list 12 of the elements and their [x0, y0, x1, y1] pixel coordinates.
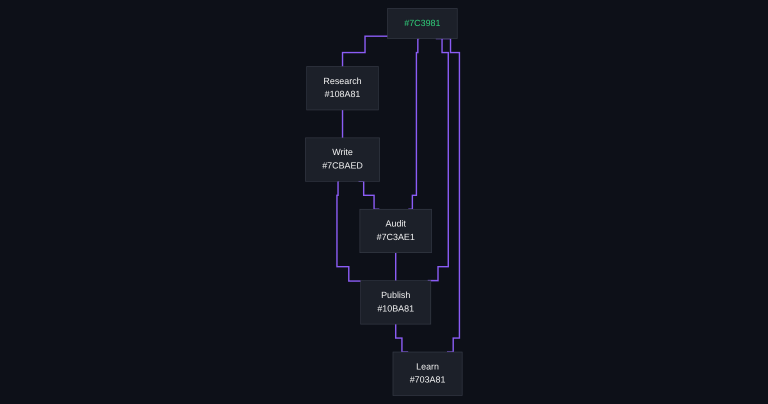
connector — [342, 109, 344, 139]
connector — [342, 36, 388, 68]
node-box: Publish #10BA81 — [360, 280, 432, 324]
connector — [408, 38, 420, 210]
connector — [428, 38, 450, 282]
node-box: Audit #7C3AE1 — [360, 208, 432, 254]
node-box: Write #7CBAED — [305, 138, 380, 182]
node-box: Research #108A81 — [306, 66, 379, 110]
connector — [336, 180, 361, 282]
connector — [395, 252, 397, 282]
node-box: #7C3981 — [387, 8, 458, 39]
node-box: Learn #703A81 — [392, 352, 463, 396]
